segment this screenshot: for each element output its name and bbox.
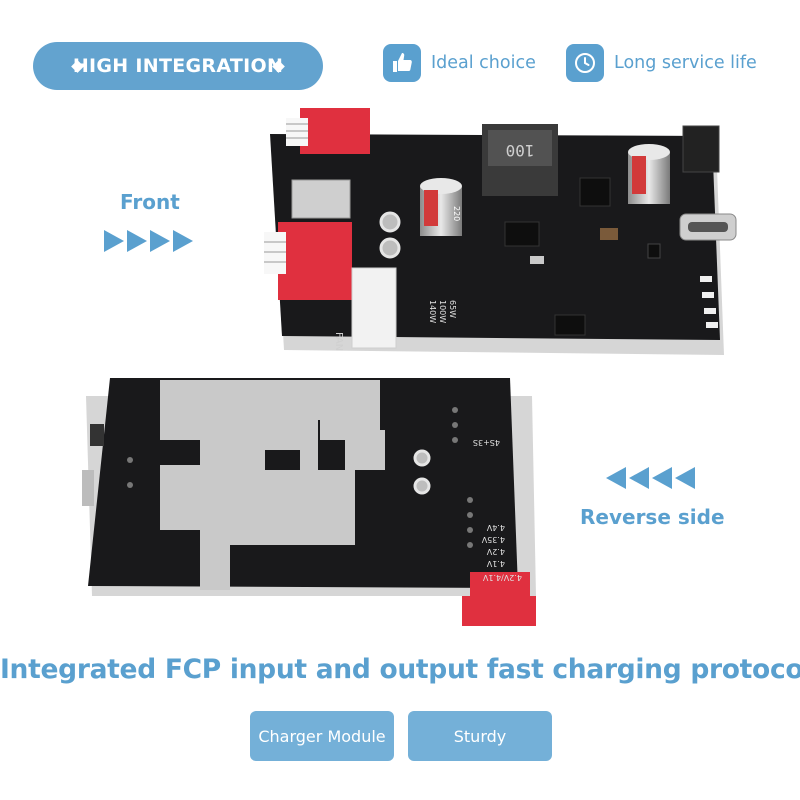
svg-text:65W: 65W [448,300,457,318]
arrow-right-icon [127,230,147,252]
fan-connector [351,267,397,349]
arrow-right-icon [104,230,124,252]
feature-ideal-choice: Ideal choice [383,44,536,82]
feature-ideal-choice-label: Ideal choice [431,53,536,73]
reverse-label: Reverse side [580,505,725,529]
svg-text:140W: 140W [428,300,437,323]
red-connector-top [300,108,370,154]
feature-long-service-life: Long service life [566,44,757,82]
headline: Integrated FCP input and output fast cha… [0,654,800,685]
clock-icon [566,44,604,82]
thumbs-up-icon [383,44,421,82]
arrow-left-icon [675,467,695,489]
high-integration-label: HIGH INTEGRATION [72,55,284,77]
svg-text:4.2V/4.1V: 4.2V/4.1V [482,573,522,582]
charger-module-badge: Charger Module [250,711,394,761]
arrow-right-icon [150,230,170,252]
reverse-arrows [606,467,695,489]
svg-text:4.35V: 4.35V [481,535,505,544]
svg-text:FAN: FAN [333,332,344,351]
svg-text:4.4V: 4.4V [486,523,505,532]
sturdy-badge: Sturdy [408,711,552,761]
copper-pour [160,380,380,590]
svg-text:100W: 100W [438,300,447,323]
back-board: 4S+3S 4.4V 4.35V 4.2V 4.1V 4.2V/4.1V [82,378,536,626]
feature-long-service-life-label: Long service life [614,53,757,73]
front-label: Front [120,190,180,214]
svg-text:100: 100 [506,141,535,160]
svg-text:4S+3S: 4S+3S [473,438,500,447]
svg-text:4.1V: 4.1V [486,559,505,568]
arrow-left-icon [606,467,626,489]
arrow-left-icon [652,467,672,489]
svg-text:220: 220 [452,206,461,221]
front-arrows [104,230,193,252]
high-integration-badge: HIGH INTEGRATION [33,42,323,90]
arrow-left-icon [629,467,649,489]
front-board: FAN 100 220 65W 100W 140W [264,108,737,355]
red-connector-bottom [278,222,352,300]
svg-text:4.2V: 4.2V [486,547,505,556]
arrow-right-icon [173,230,193,252]
